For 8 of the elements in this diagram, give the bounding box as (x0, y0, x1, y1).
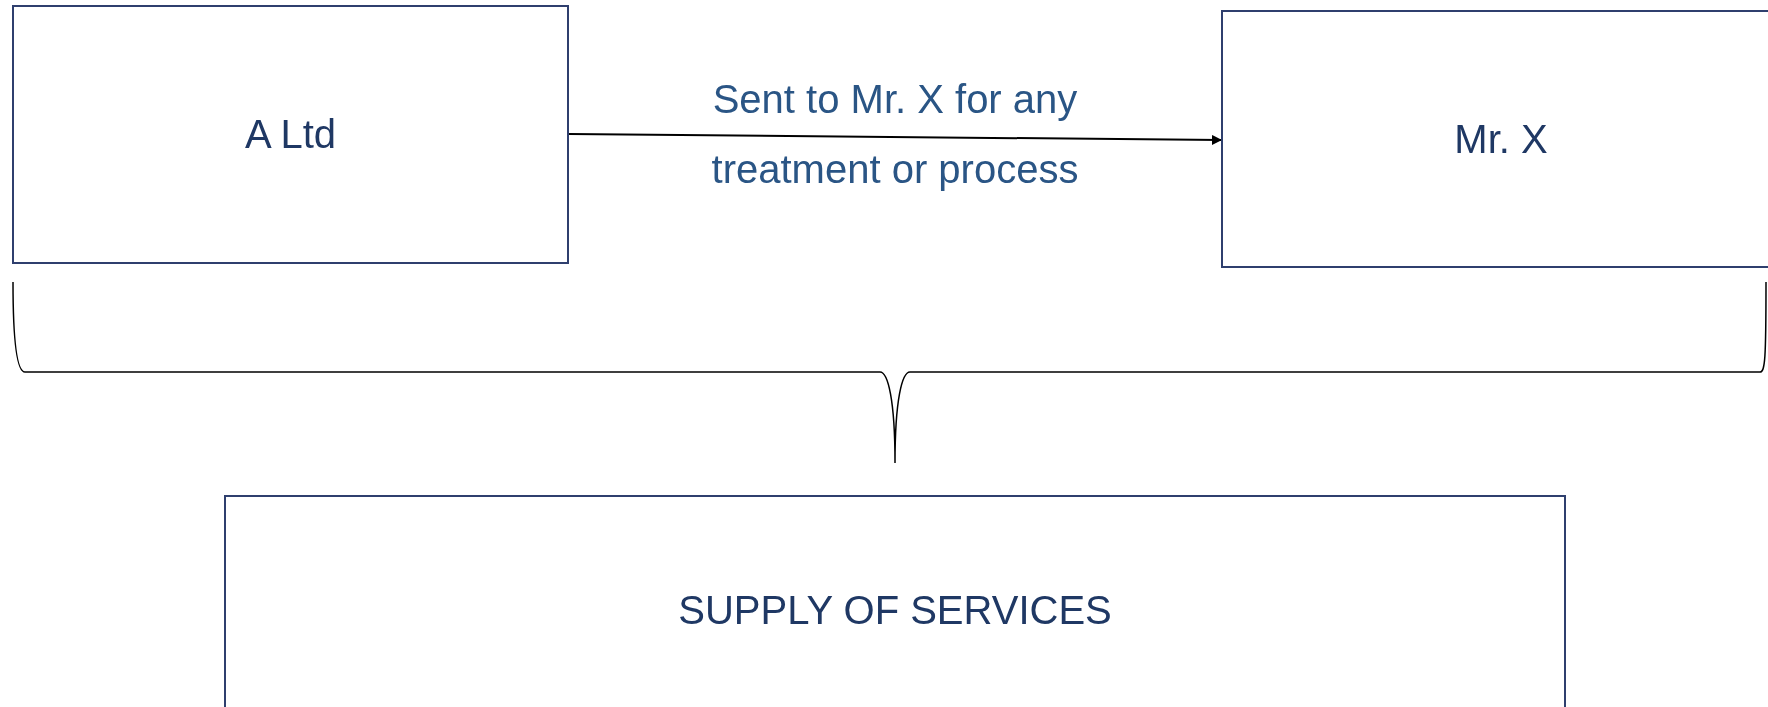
box-label: Mr. X (1454, 116, 1548, 162)
process-box (224, 495, 1566, 707)
box-label: SUPPLY OF SERVICES (678, 587, 1112, 633)
box-label: A Ltd (244, 112, 337, 157)
process-box (12, 5, 569, 264)
edge-label: Sent to Mr. X for any treatment or process (710, 76, 1080, 193)
arrow (568, 133, 1222, 145)
process-box (1221, 10, 1768, 268)
